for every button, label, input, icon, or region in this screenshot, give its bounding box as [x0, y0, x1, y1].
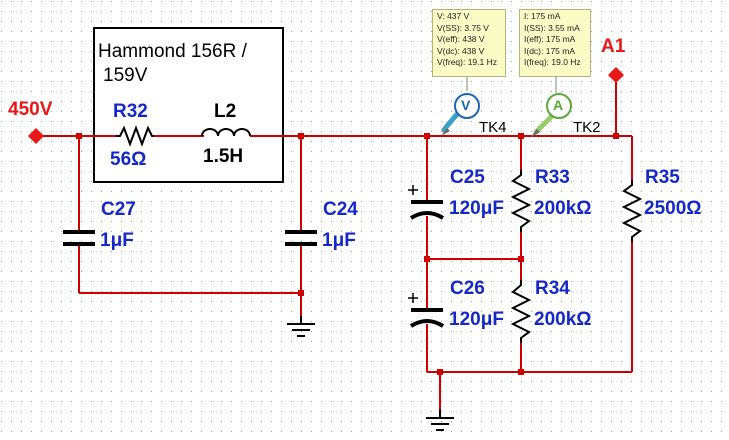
c24-capacitor-symbol[interactable] [285, 230, 317, 246]
r35-ref: R35 [645, 167, 680, 188]
r35-value: 2500Ω [644, 198, 702, 219]
title-box-frame [93, 27, 284, 183]
voltmeter-probe-icon[interactable] [441, 77, 480, 136]
tk4-label: TK4 [479, 119, 507, 136]
c27-ref: C27 [101, 199, 136, 220]
voltage-probe-readout[interactable]: V: 437 V V(SS): 3.75 V V(eff): 438 V V(d… [432, 9, 506, 77]
probe-line: I(freq): 19.0 Hz [524, 57, 581, 68]
ammeter-glyph: A [553, 97, 564, 113]
c27-value: 1μF [100, 230, 134, 251]
c25-ref: C25 [450, 167, 485, 188]
r35-resistor-symbol[interactable] [621, 180, 643, 242]
a1-port-diamond[interactable] [608, 67, 624, 83]
a1-label: A1 [601, 36, 626, 57]
r32-value: 56Ω [110, 149, 147, 170]
probe-line: V(freq): 19.1 Hz [437, 57, 497, 68]
title-box-line1: Hammond 156R / [98, 41, 247, 62]
ground-icon [287, 316, 315, 337]
r32-ref: R32 [113, 101, 148, 122]
c26-ref: C26 [450, 278, 485, 299]
title-box-line2: 159V [103, 65, 148, 86]
probe-line: V: 437 V [437, 11, 470, 21]
voltmeter-glyph: V [461, 97, 471, 113]
l2-value: 1.5H [203, 146, 244, 167]
c27-capacitor-symbol[interactable] [63, 230, 95, 246]
r32-resistor-symbol[interactable] [116, 125, 154, 147]
tk2-label: TK2 [573, 119, 601, 136]
c26-capacitor-symbol[interactable] [408, 293, 445, 328]
probe-line: V(SS): 3.75 V [437, 22, 489, 33]
junctions [76, 133, 619, 375]
r34-ref: R34 [535, 278, 570, 299]
input-port-diamond[interactable] [28, 128, 44, 144]
probe-line: I(SS): 3.55 mA [524, 22, 580, 33]
r33-ref: R33 [535, 167, 570, 188]
r33-resistor-symbol[interactable] [510, 170, 532, 232]
r34-resistor-symbol[interactable] [510, 280, 532, 343]
probe-line: I: 175 mA [524, 11, 561, 21]
probe-line: V(eff): 438 V [437, 34, 485, 45]
c24-ref: C24 [323, 199, 358, 220]
input-voltage-label: 450V [8, 99, 53, 120]
ground-icon [426, 410, 454, 431]
c26-value: 120μF [449, 309, 504, 330]
l2-ref: L2 [214, 101, 237, 122]
probe-line: I(eff): 175 mA [524, 34, 576, 45]
current-probe-readout[interactable]: I: 175 mA I(SS): 3.55 mA I(eff): 175 mA … [519, 9, 591, 77]
ammeter-probe-icon[interactable] [530, 77, 572, 138]
c25-value: 120μF [449, 198, 504, 219]
l2-inductor-symbol[interactable] [201, 128, 251, 137]
c24-value: 1μF [322, 230, 356, 251]
probe-line: V(dc): 438 V [437, 45, 485, 56]
r34-value: 200kΩ [534, 309, 592, 330]
probe-line: I(dc): 175 mA [524, 45, 576, 56]
c25-capacitor-symbol[interactable] [408, 185, 445, 220]
r33-value: 200kΩ [534, 198, 592, 219]
